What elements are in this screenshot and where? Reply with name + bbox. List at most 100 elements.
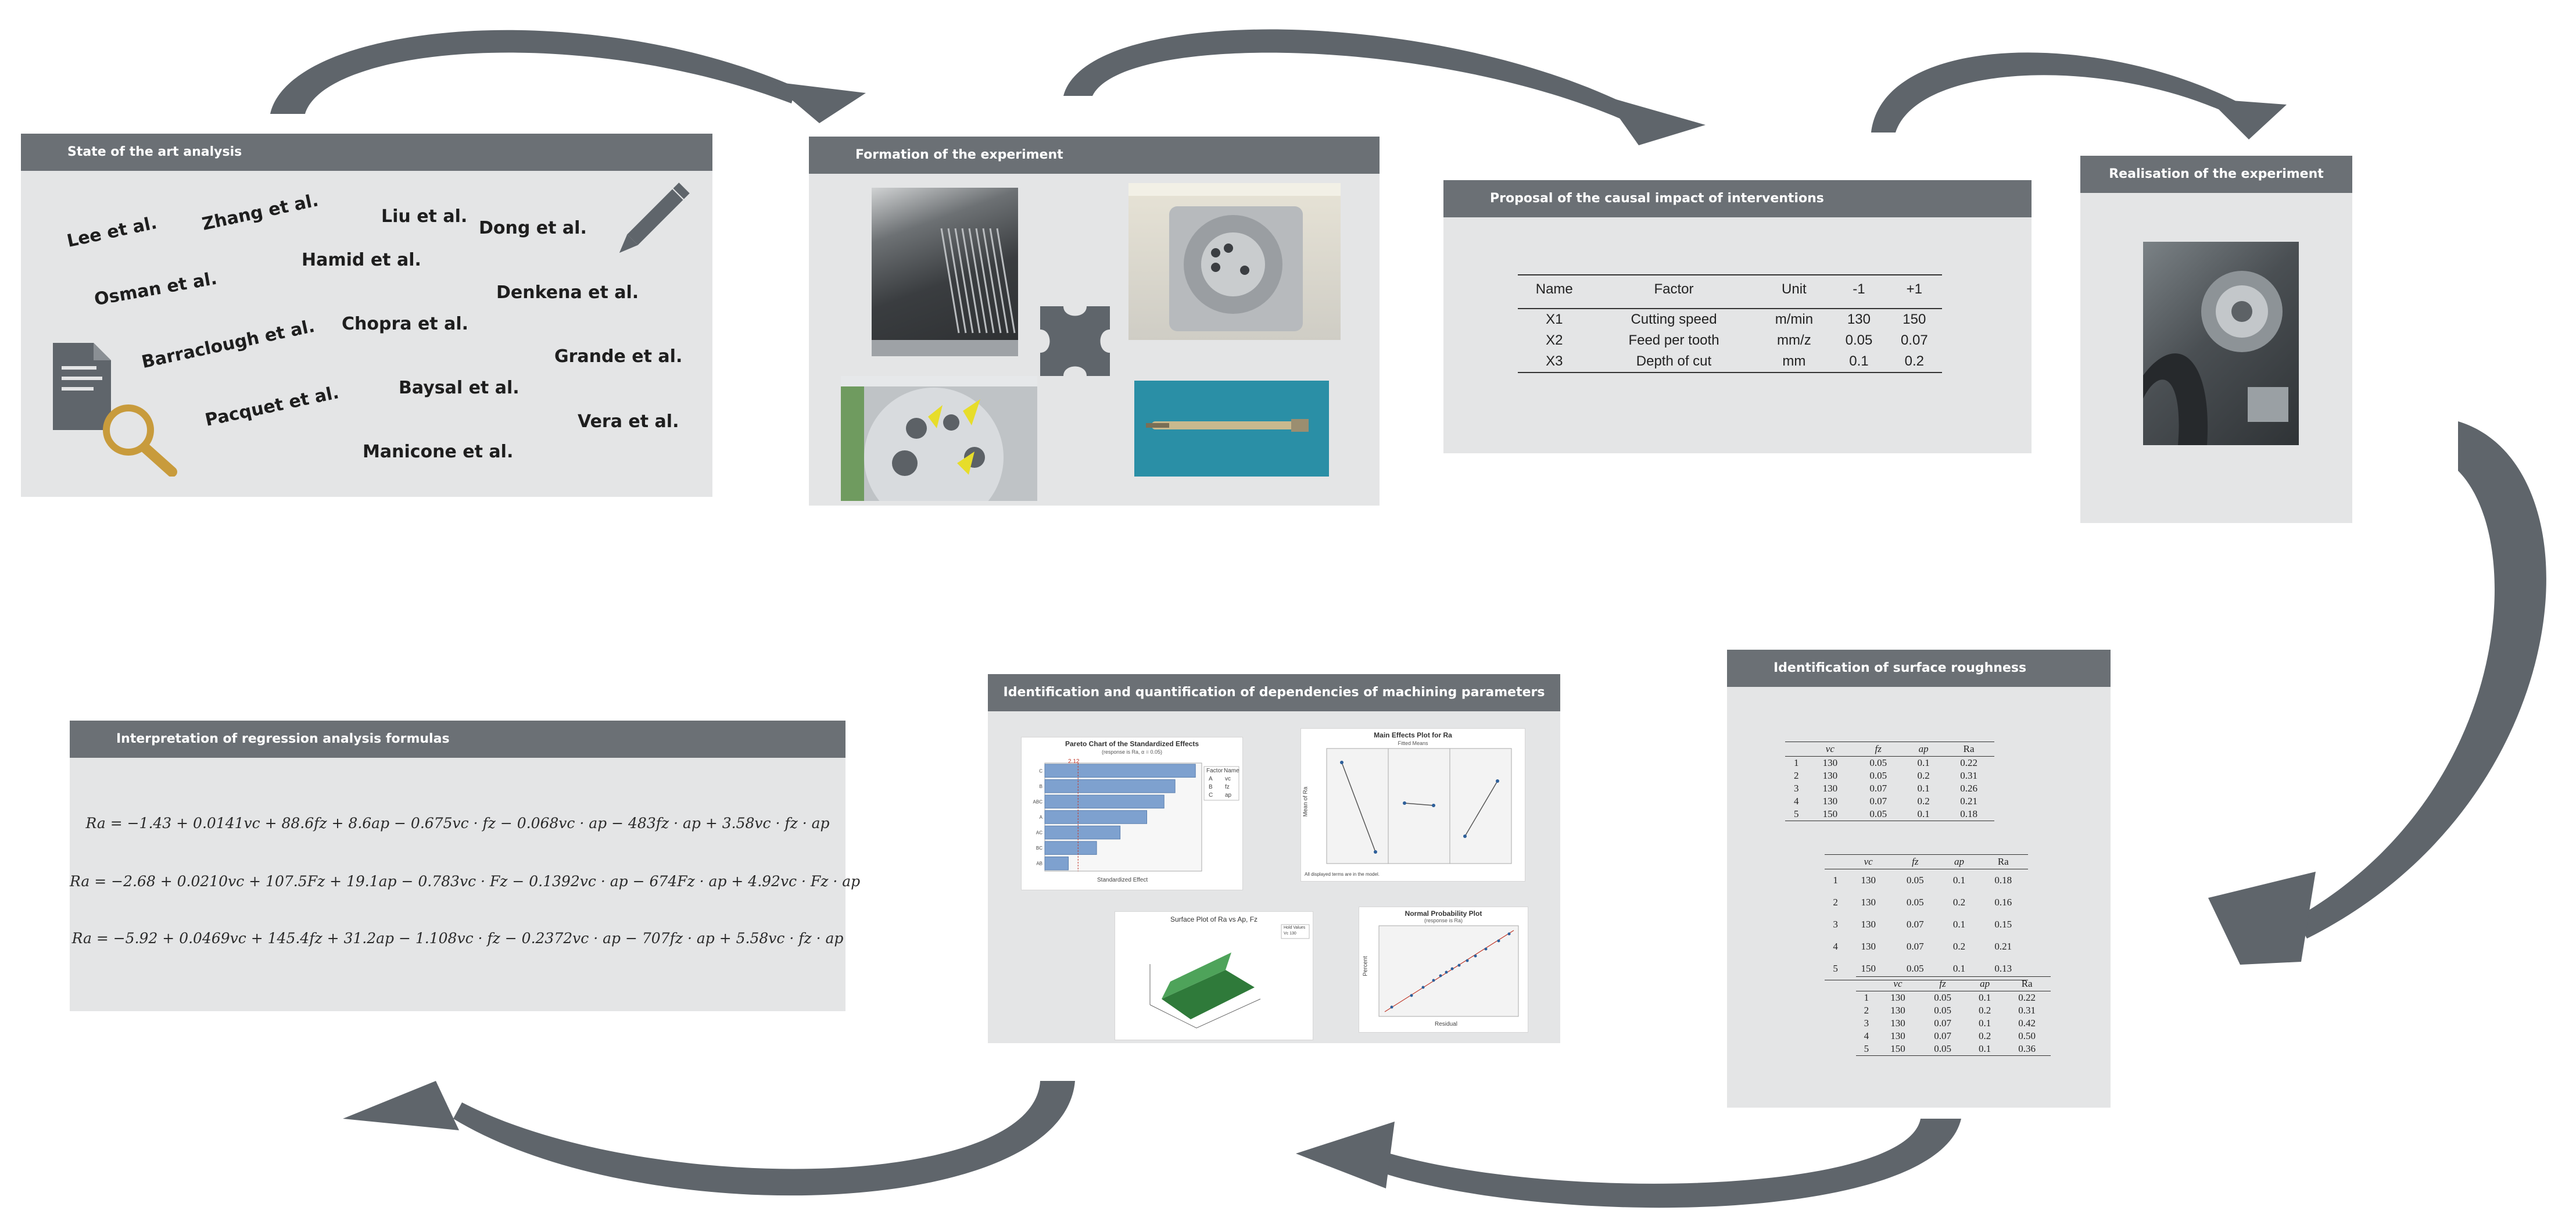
regression-title: Interpretation of regression analysis fo… (70, 721, 845, 758)
arrow-6-head (343, 1081, 459, 1130)
regression-formula-1: Ra = −1.43 + 0.0141vc + 88.6fz + 8.6ap −… (85, 815, 830, 832)
cell: 3 (1793, 783, 1799, 794)
arrow-1-body (270, 30, 796, 114)
pareto-legend-a-name: vc (1225, 776, 1231, 782)
arrow-4-head (2208, 872, 2316, 965)
cell: 5 (1825, 958, 1847, 980)
normal-prob-xlabel: Residual (1435, 1021, 1457, 1027)
pareto-term-label: A (1040, 815, 1043, 820)
col-fz: fz (1919, 976, 1966, 991)
state-of-art-panel: State of the art analysis Lee et al. Zha… (21, 134, 712, 497)
cell: 3 (1864, 1018, 1869, 1029)
proposal-title: Proposal of the causal impact of interve… (1443, 180, 2032, 217)
cell: 0.07 (1869, 783, 1887, 794)
normal-prob-plot (1378, 925, 1519, 1017)
pareto-ref-label: 2.12 (1068, 758, 1080, 765)
cell: 0.2 (1978, 1005, 1991, 1016)
cell: Feed per tooth (1628, 332, 1719, 348)
pareto-legend-c-name: ap (1225, 792, 1232, 798)
cell: 0.07 (1934, 1030, 1951, 1041)
cell: 1 (1833, 875, 1838, 886)
col-ra: Ra (1978, 854, 2028, 869)
cell: 0.2 (1917, 770, 1930, 781)
cell: 0.50 (2018, 1030, 2036, 1041)
cell: 4 (1833, 941, 1838, 952)
cell: m/min (1775, 311, 1814, 327)
pareto-xlabel: Standardized Effect (1097, 877, 1148, 883)
realisation-panel: Realisation of the experiment (2080, 156, 2352, 523)
cell: 130 (1861, 875, 1876, 886)
cell: 4 (1793, 796, 1799, 807)
col-name: Name (1518, 274, 1591, 309)
cell: 130 (1890, 1018, 1905, 1029)
cell: 5 (1856, 1043, 1877, 1056)
col-ra: Ra (2003, 976, 2051, 991)
pareto-legend-c: C (1209, 792, 1213, 798)
cell: 0.07 (1900, 332, 1928, 348)
col-ra: Ra (1943, 742, 1994, 757)
tool-rack-photo (872, 188, 1018, 356)
cell: 0.22 (2018, 992, 2036, 1003)
surface-hold-title: Hold Values (1284, 926, 1306, 930)
col-index (1785, 742, 1808, 757)
regression-panel: Interpretation of regression analysis fo… (70, 721, 860, 1011)
main-effects-subtitle: Fitted Means (1398, 740, 1428, 746)
col-high: +1 (1886, 274, 1942, 309)
cell: 130 (1847, 311, 1871, 327)
cell: 0.1 (1917, 757, 1930, 768)
cell: 0.21 (1960, 796, 1977, 807)
pareto-legend-b: B (1209, 784, 1213, 790)
col-low: -1 (1831, 274, 1887, 309)
pareto-term-label: AC (1036, 830, 1042, 836)
cell: 0.18 (1943, 808, 1994, 821)
roughness-title: Identification of surface roughness (1727, 650, 2111, 687)
arrow-3-body (1871, 52, 2237, 132)
cell: 130 (1861, 897, 1876, 908)
cell: 2 (1793, 770, 1799, 781)
cell: 130 (1890, 1030, 1905, 1041)
surface-hold-value: Vc 130 (1284, 932, 1296, 936)
cell: 150 (1876, 1043, 1919, 1056)
state-of-art-title: State of the art analysis (21, 134, 712, 171)
formation-panel: Formation of the experiment (809, 137, 1380, 506)
pareto-legend-title: Factor (1206, 768, 1223, 774)
cell: 0.2 (1886, 351, 1942, 373)
author-vera: Vera et al. (578, 411, 679, 432)
cell: 0.07 (1906, 941, 1924, 952)
author-osman: Osman et al. (92, 268, 219, 310)
cell: 130 (1822, 796, 1838, 807)
cell: 0.1 (1904, 808, 1944, 821)
cell: 0.05 (1906, 897, 1924, 908)
cell: 0.31 (2018, 1005, 2036, 1016)
cell: 0.1 (1978, 1018, 1991, 1029)
cell: 0.2 (1952, 897, 1966, 908)
pareto-bar (1044, 779, 1176, 793)
pareto-chart: Pareto Chart of the Standardized Effects… (1021, 737, 1243, 890)
pareto-legend-box (1203, 766, 1239, 801)
cell: 0.05 (1934, 1005, 1951, 1016)
author-chopra: Chopra et al. (342, 314, 468, 334)
cell: 130 (1890, 992, 1905, 1003)
pareto-subtitle: (response is Ra, α = 0.05) (1101, 749, 1162, 755)
author-grande: Grande et al. (554, 346, 683, 367)
pareto-legend-b-name: fz (1225, 784, 1230, 790)
col-unit: Unit (1757, 274, 1832, 309)
pareto-title: Pareto Chart of the Standardized Effects (1065, 740, 1199, 748)
cell: 0.1 (1966, 1043, 2004, 1056)
cell: 0.42 (2018, 1018, 2036, 1029)
cell: 0.31 (1960, 770, 1977, 781)
